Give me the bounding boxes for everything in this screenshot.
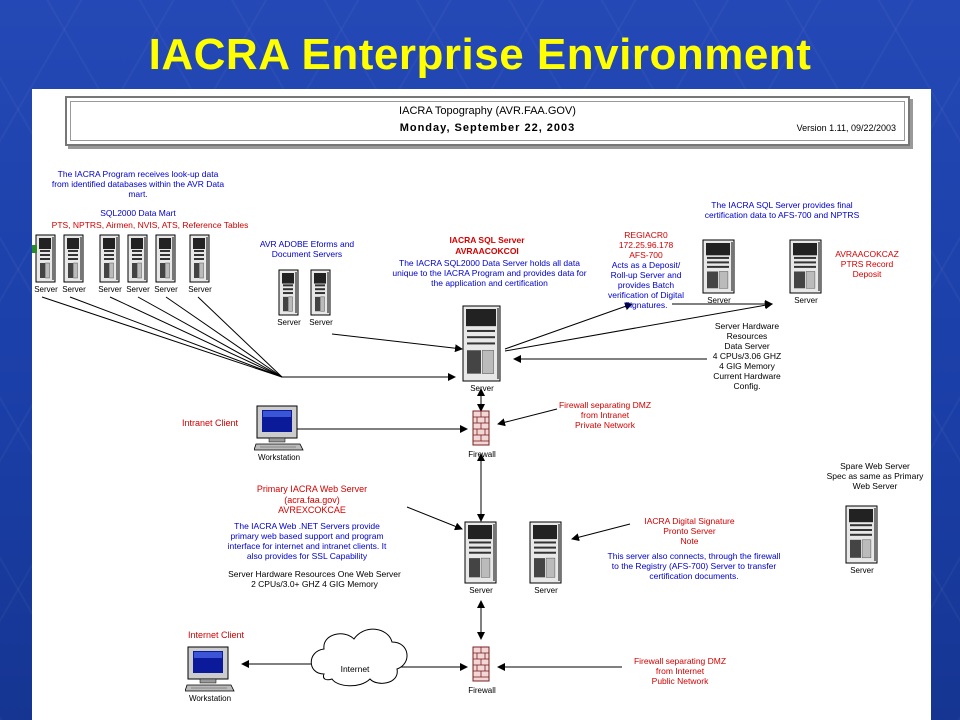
diagram-header: IACRA Topography (AVR.FAA.GOV) Monday, S…	[65, 96, 910, 146]
firewall-label: Firewall	[468, 686, 496, 695]
internet-cloud	[310, 628, 408, 687]
connector-lines	[41, 296, 773, 687]
final-cert-desc: The IACRA SQL Server provides final cert…	[704, 200, 860, 221]
header-version: Version 1.11, 09/22/2003	[796, 123, 896, 133]
server-icon	[155, 234, 177, 289]
firewall-label: Firewall	[468, 450, 496, 459]
intranet-workstation-icon	[253, 404, 304, 457]
server-icon	[35, 234, 57, 289]
server-label: Server	[794, 296, 818, 305]
server-label: Server	[154, 285, 178, 294]
slide-title: IACRA Enterprise Environment	[148, 30, 812, 79]
header-date: Monday, September 22, 2003	[399, 122, 576, 134]
server-icon	[845, 505, 879, 570]
data-mart-desc: The IACRA Program receives look-up data …	[51, 169, 225, 200]
spare-web-server-desc: Spare Web Server Spec as same as Primary…	[826, 461, 924, 492]
firewall-icon	[472, 646, 490, 682]
firewall-icon	[472, 410, 490, 446]
diagram-canvas: IACRA Topography (AVR.FAA.GOV) Monday, S…	[32, 89, 931, 720]
data-server-hardware: Server Hardware Resources Data Server 4 …	[712, 321, 782, 392]
data-mart-tables: PTS, NPTRS, Airmen, NVIS, ATS, Reference…	[51, 220, 249, 230]
adobe-servers-label: AVR ADOBE Eforms and Document Servers	[259, 239, 355, 260]
server-label: Server	[470, 384, 494, 393]
sql-server-title: IACRA SQL Server	[449, 235, 525, 245]
workstation-label: Workstation	[257, 453, 301, 462]
web-server-hardware: Server Hardware Resources One Web Server…	[228, 569, 401, 590]
server-label: Server	[126, 285, 150, 294]
internet-client-label: Internet Client	[188, 630, 245, 640]
server-label: Server	[98, 285, 122, 294]
server-icon	[529, 521, 563, 590]
internet-workstation-icon	[184, 645, 235, 698]
server-icon	[189, 234, 211, 289]
server-label: Server	[534, 586, 558, 595]
header-title: IACRA Topography (AVR.FAA.GOV)	[399, 105, 576, 117]
server-label: Server	[469, 586, 493, 595]
server-icon	[127, 234, 149, 289]
server-icon	[702, 239, 736, 300]
workstation-label: Workstation	[188, 694, 232, 703]
regiacro-desc: REGIACR0 172.25.96.178 AFS-700 Acts as a…	[607, 230, 685, 311]
server-icon	[789, 239, 823, 300]
status-marker	[32, 245, 37, 253]
sql-server-name: AVRAACOKCOI	[455, 246, 519, 256]
server-label: Server	[707, 296, 731, 305]
intranet-client-label: Intranet Client	[182, 418, 239, 428]
digital-signature-title: IACRA Digital Signature Pronto Server No…	[644, 516, 735, 547]
server-label: Server	[34, 285, 58, 294]
digital-signature-desc: This server also connects, through the f…	[607, 551, 781, 582]
data-mart-name: SQL2000 Data Mart	[100, 208, 176, 218]
server-label: Server	[62, 285, 86, 294]
server-label: Server	[850, 566, 874, 575]
server-icon	[464, 521, 498, 590]
server-label: Server	[277, 318, 301, 327]
server-label: Server	[188, 285, 212, 294]
server-icon	[278, 269, 300, 322]
server-icon	[63, 234, 85, 289]
web-server-title: Primary IACRA Web Server (acra.faa.gov) …	[256, 484, 368, 516]
sql-server-desc: The IACRA SQL2000 Data Server holds all …	[392, 258, 587, 289]
firewall-internet-desc: Firewall separating DMZ from Internet Pu…	[633, 656, 727, 687]
server-icon	[462, 305, 502, 388]
ptrs-desc: AVRAACOKCAZ PTRS Record Deposit	[835, 249, 899, 280]
firewall-intranet-desc: Firewall separating DMZ from Intranet Pr…	[558, 400, 652, 431]
web-server-desc: The IACRA Web .NET Servers provide prima…	[227, 521, 387, 562]
server-icon	[310, 269, 332, 322]
internet-cloud-label: Internet	[340, 664, 370, 674]
server-label: Server	[309, 318, 333, 327]
server-icon	[99, 234, 121, 289]
